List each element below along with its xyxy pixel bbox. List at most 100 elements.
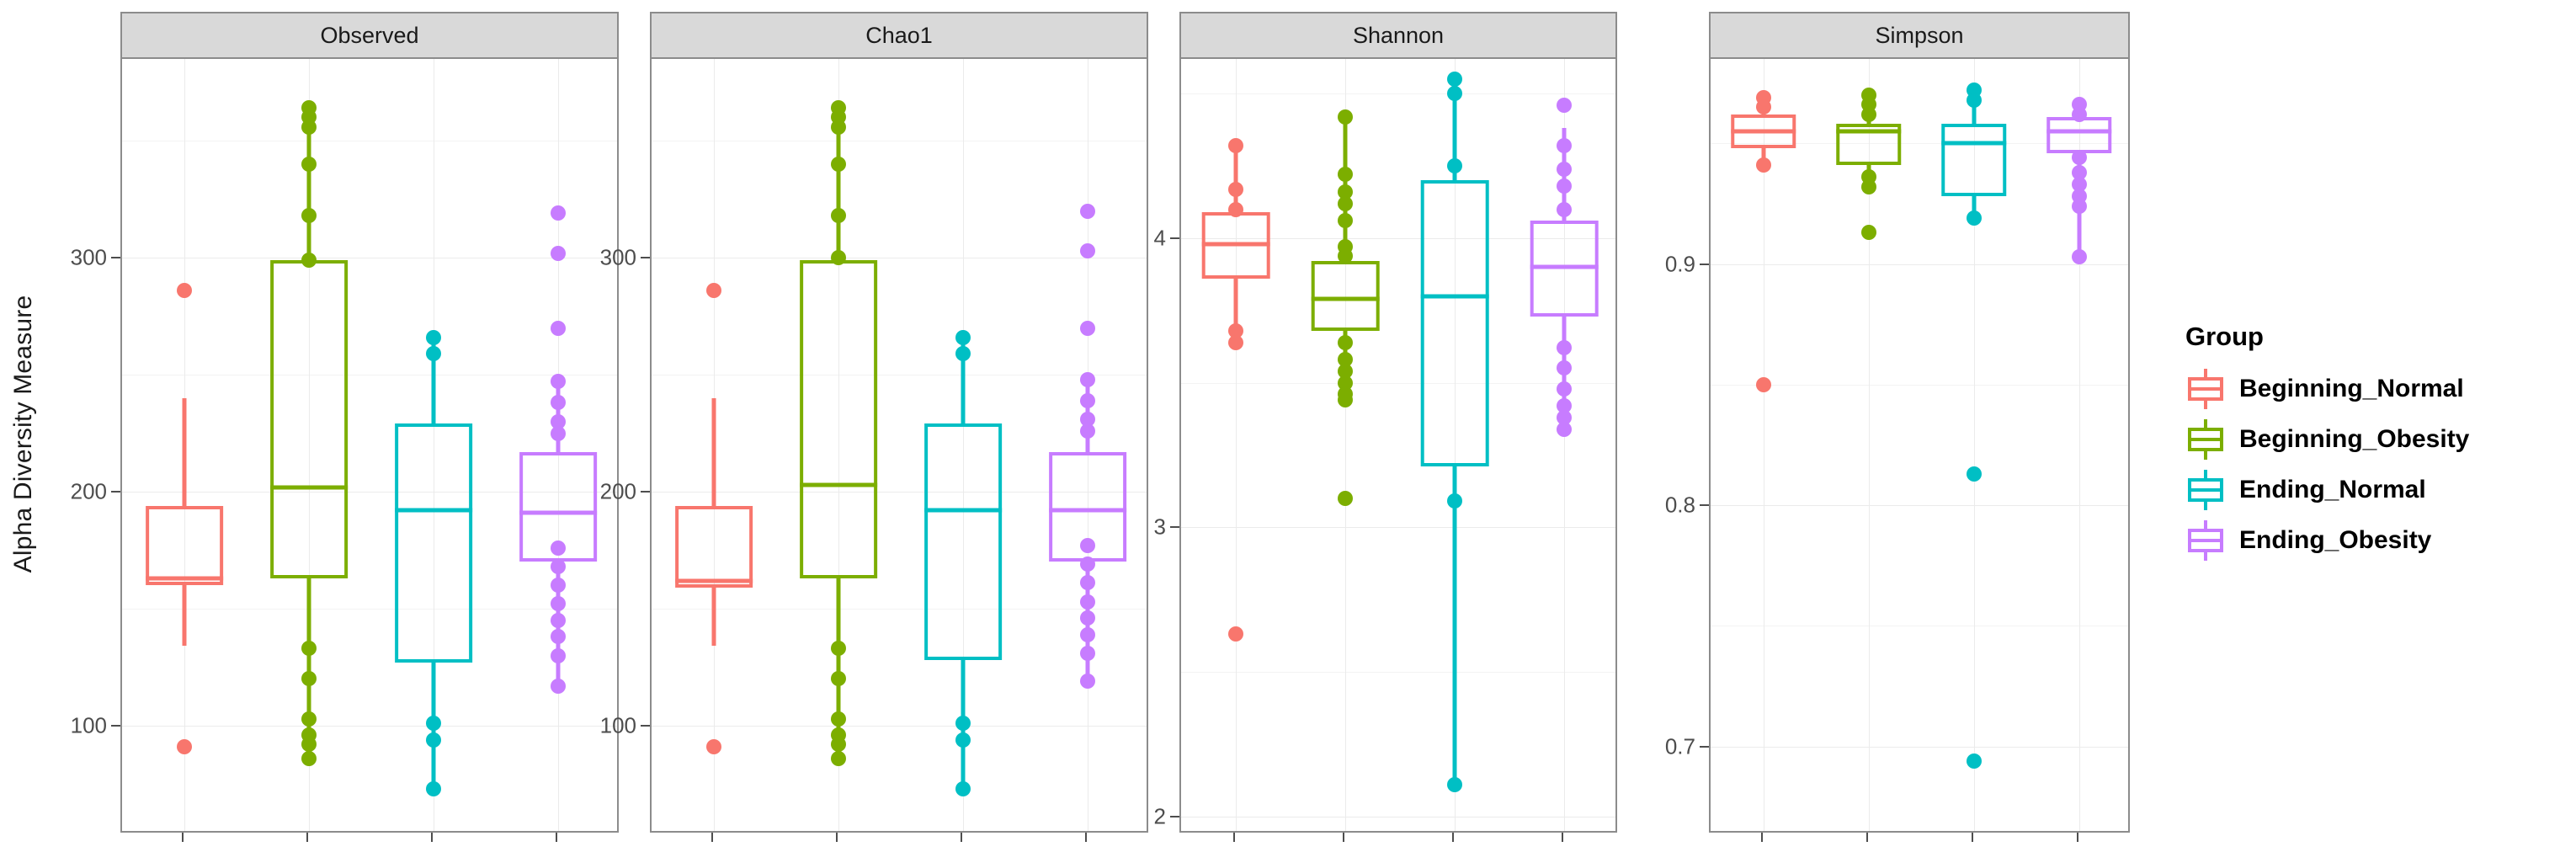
median-line (1940, 141, 2007, 146)
data-point (551, 245, 566, 261)
data-point (426, 780, 441, 796)
x-tick-mark (1343, 833, 1344, 842)
x-tick-mark (1865, 833, 1868, 842)
grid-line-major (652, 492, 1147, 493)
data-point (831, 737, 846, 753)
plot-area (1709, 59, 2130, 833)
data-point (1080, 411, 1095, 427)
x-tick-mark (431, 833, 433, 842)
data-point (1080, 203, 1095, 219)
median-line (800, 482, 877, 487)
data-point (1080, 371, 1095, 387)
data-point (301, 671, 317, 687)
data-point (706, 283, 721, 299)
data-point (2071, 248, 2087, 264)
y-tick-mark (1700, 504, 1709, 507)
data-point (1755, 376, 1771, 392)
legend-item-ending_normal[interactable]: Ending_Normal (2185, 465, 2556, 515)
data-point (1447, 777, 1462, 793)
grid-line-minor (652, 609, 1147, 610)
data-point (551, 612, 566, 628)
y-tick-mark (641, 491, 650, 493)
data-point (1860, 178, 1876, 194)
y-tick-label: 3 (1153, 514, 1166, 540)
grid-line-vertical (309, 59, 310, 831)
data-point (301, 208, 317, 224)
data-point (551, 320, 566, 336)
median-line (2046, 129, 2112, 134)
box-iqr (395, 423, 472, 663)
data-point (1228, 181, 1243, 197)
y-tick-mark (641, 257, 650, 259)
legend-key-icon (2185, 367, 2226, 411)
whisker-upper (1233, 146, 1238, 213)
grid-line-major (1711, 264, 2128, 265)
data-point (831, 157, 846, 173)
whisker-lower (1233, 279, 1238, 343)
data-point (1447, 493, 1462, 509)
x-tick-mark (961, 833, 962, 842)
y-tick-label: 100 (599, 712, 636, 738)
data-point (955, 716, 971, 732)
box-iqr (1420, 180, 1489, 467)
facet-strip-label: Chao1 (650, 12, 1148, 59)
data-point (1080, 320, 1095, 336)
data-point (1080, 423, 1095, 439)
whisker-lower (182, 585, 187, 647)
median-line (1201, 242, 1270, 247)
grid-line-vertical (2078, 59, 2080, 831)
data-point (551, 558, 566, 574)
legend-item-beginning_normal[interactable]: Beginning_Normal (2185, 364, 2556, 414)
data-point (831, 208, 846, 224)
data-point (177, 738, 192, 754)
data-point (551, 425, 566, 441)
grid-line-vertical (1345, 59, 1346, 831)
data-point (1338, 491, 1353, 507)
y-tick-label: 300 (70, 244, 107, 270)
legend-item-ending_obesity[interactable]: Ending_Obesity (2185, 515, 2556, 566)
grid-line-vertical (838, 59, 839, 831)
grid-line-minor (1181, 382, 1615, 384)
grid-line-vertical (1455, 59, 1456, 831)
data-point (1557, 97, 1572, 113)
grid-line-major (1711, 505, 2128, 507)
data-point (177, 283, 192, 299)
data-point (1228, 201, 1243, 217)
data-point (426, 716, 441, 732)
data-point (1447, 86, 1462, 102)
data-point (1338, 195, 1353, 211)
x-tick-mark (182, 833, 184, 842)
legend-item-label: Ending_Normal (2239, 476, 2426, 503)
grid-line-major (1181, 237, 1615, 239)
data-point (1966, 466, 1982, 482)
data-point (301, 711, 317, 727)
x-tick-mark (836, 833, 838, 842)
data-point (1338, 213, 1353, 229)
whisker-lower (1761, 148, 1765, 166)
legend-item-beginning_obesity[interactable]: Beginning_Obesity (2185, 414, 2556, 465)
data-point (955, 780, 971, 796)
y-tick-mark (1700, 263, 1709, 265)
data-point (831, 641, 846, 657)
y-tick-label: 4 (1153, 225, 1166, 251)
data-point (1557, 340, 1572, 356)
data-point (706, 738, 721, 754)
grid-line-minor (122, 609, 617, 610)
x-tick-mark (306, 833, 308, 842)
data-point (1557, 178, 1572, 194)
grid-line-vertical (963, 59, 964, 831)
legend-key-icon (2185, 468, 2226, 512)
data-point (1080, 575, 1095, 591)
whisker-upper (836, 112, 841, 260)
data-point (551, 413, 566, 429)
data-point (2071, 164, 2087, 180)
data-point (2071, 150, 2087, 166)
data-point (1860, 106, 1876, 122)
data-point (1338, 109, 1353, 125)
data-point (1557, 201, 1572, 217)
data-point (1080, 645, 1095, 661)
median-line (146, 576, 223, 581)
data-point (551, 647, 566, 663)
y-tick-label: 200 (70, 478, 107, 504)
